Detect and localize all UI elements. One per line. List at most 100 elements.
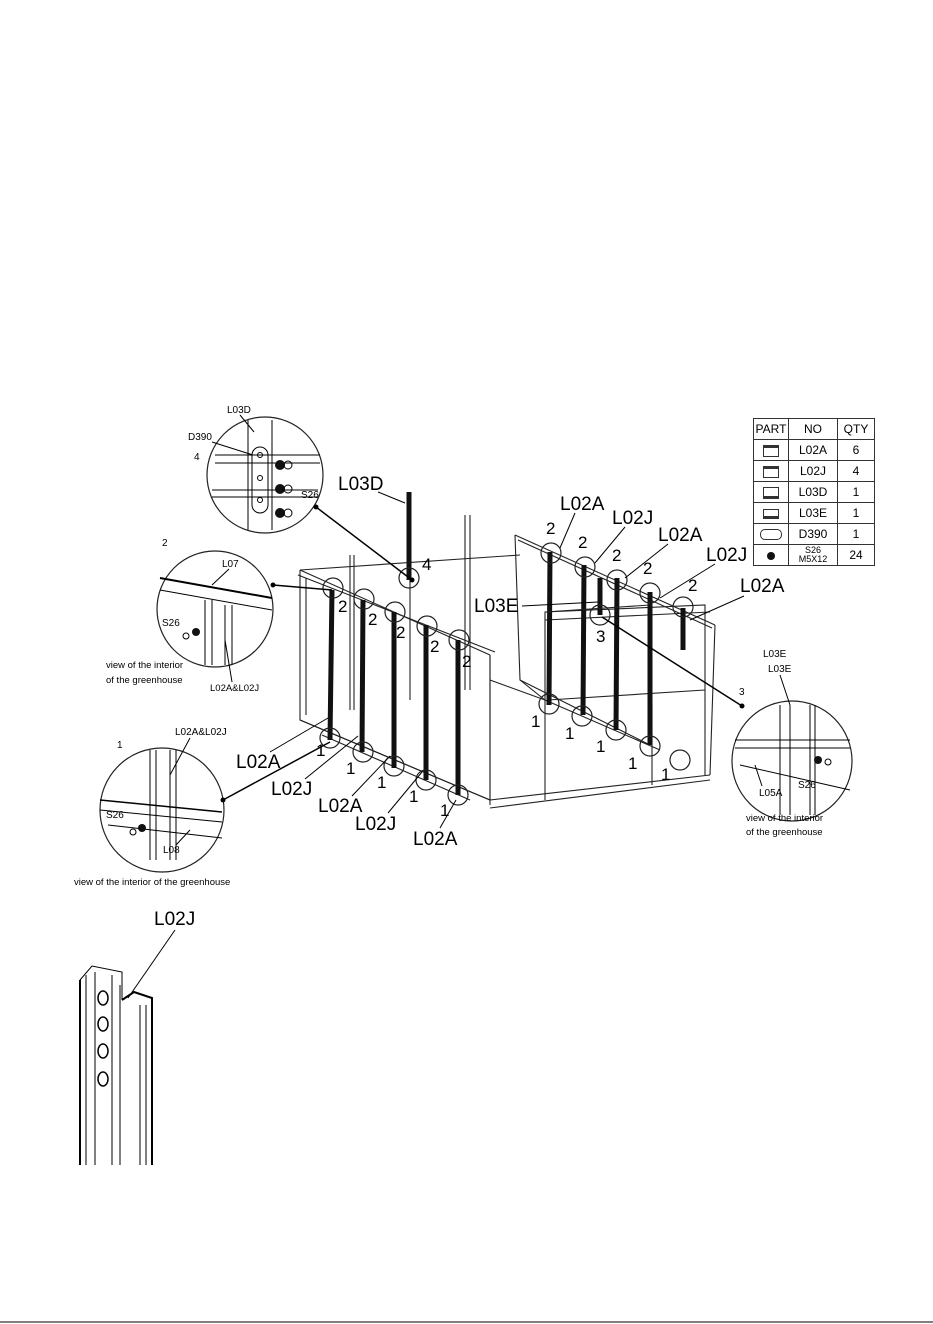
d3-note2: of the greenhouse <box>746 827 823 838</box>
rail-l03e <box>544 604 651 613</box>
num-2: 2 <box>338 597 347 616</box>
d4-n: 4 <box>194 452 200 463</box>
table-row: L03D 1 <box>753 481 875 503</box>
num-1: 1 <box>531 712 540 731</box>
post-right-3 <box>613 577 620 731</box>
part-no: S26 <box>804 545 821 555</box>
label-l02a-top2: L02A <box>658 525 703 546</box>
part-no: L02A <box>788 439 838 461</box>
main-labels: L03D 4 L02A L02J L02A L02J L02A L03E 3 2… <box>236 474 785 850</box>
num-2: 2 <box>430 637 439 656</box>
d3-l03e-b: L03E <box>768 664 792 675</box>
d1-s26: S26 <box>106 810 124 821</box>
label-l02a-top1: L02A <box>560 494 605 515</box>
d2-n: 2 <box>162 538 168 549</box>
label-l02j-top: L02J <box>612 508 653 529</box>
d1-parts: L02A&L02J <box>175 727 227 738</box>
num-1: 1 <box>377 773 386 792</box>
num-1: 1 <box>565 724 574 743</box>
label-4: 4 <box>422 555 431 574</box>
part-size: M5X12 <box>798 554 828 564</box>
part-qty: 1 <box>837 523 875 545</box>
part-qty: 6 <box>837 439 875 461</box>
part-no: L03E <box>788 502 838 524</box>
part-qty: 24 <box>837 544 875 566</box>
profile-d-icon <box>763 486 779 499</box>
part-no: L02J <box>788 460 838 482</box>
num-2: 2 <box>612 546 621 565</box>
num-2: 2 <box>688 576 697 595</box>
detail-callout-1: 1 L02A&L02J S26 L08 view of the interior… <box>74 727 331 888</box>
label-left-front-4: L02J <box>355 814 396 835</box>
table-row: L02A 6 <box>753 439 875 461</box>
label-3: 3 <box>596 627 605 646</box>
header-qty: QTY <box>837 418 875 440</box>
profile-a-icon <box>763 444 779 457</box>
parts-table-header: PART NO QTY <box>753 418 875 440</box>
table-row: L03E 1 <box>753 502 875 524</box>
table-row: D390 1 <box>753 523 875 545</box>
d2-s26: S26 <box>162 618 180 629</box>
label-left-front-5: L02A <box>413 829 458 850</box>
part-no: L03D <box>788 481 838 503</box>
num-2: 2 <box>578 533 587 552</box>
post-left-2 <box>359 599 366 753</box>
parts-table: PART NO QTY L02A 6 L02J 4 L03D 1 L03E 1 … <box>753 418 875 566</box>
d3-l05a: L05A <box>759 788 783 799</box>
label-left-front-1: L02A <box>236 752 281 773</box>
label-l03d: L03D <box>338 474 383 495</box>
label-l02j-top2: L02J <box>706 545 747 566</box>
d3-l03e-a: L03E <box>763 649 787 660</box>
label-l03e: L03E <box>474 596 518 617</box>
num-1: 1 <box>628 754 637 773</box>
d1-l08: L08 <box>163 845 180 856</box>
header-no: NO <box>788 418 838 440</box>
d2-note1: view of the interior <box>106 660 183 671</box>
part-qty: 1 <box>837 481 875 503</box>
table-row: L02J 4 <box>753 460 875 482</box>
num-2: 2 <box>546 519 555 538</box>
post-right-2 <box>580 564 587 716</box>
profile-e-icon <box>763 508 779 519</box>
num-1: 1 <box>440 801 449 820</box>
d1-n: 1 <box>117 740 123 751</box>
num-2: 2 <box>462 652 471 671</box>
num-1: 1 <box>409 787 418 806</box>
num-1: 1 <box>661 765 670 784</box>
d1-note: view of the interior of the greenhouse <box>74 877 230 888</box>
part-no: D390 <box>788 523 838 545</box>
post-left-1 <box>327 589 335 741</box>
profile-label: L02J <box>154 909 195 930</box>
part-qty: 4 <box>837 460 875 482</box>
detail-callout-4: L03D D390 4 S26 <box>188 405 415 583</box>
detail-callout-2: 2 L07 S26 L02A&L02J view of the interior… <box>106 538 333 694</box>
num-2: 2 <box>396 623 405 642</box>
part-qty: 1 <box>837 502 875 524</box>
d4-d390: D390 <box>188 432 212 443</box>
header-part: PART <box>753 418 789 440</box>
profile-j-icon <box>763 465 779 478</box>
profile-detail-l02j: L02J <box>79 909 195 1165</box>
d2-parts: L02A&L02J <box>210 683 259 694</box>
d3-n: 3 <box>739 687 745 698</box>
screw-icon <box>767 551 775 560</box>
num-2: 2 <box>643 559 652 578</box>
d2-note2: of the greenhouse <box>106 675 183 686</box>
post-right-1 <box>546 551 553 706</box>
d3-note1: view of the interior <box>746 813 823 824</box>
detail-callout-3: 3 L03E L03E L05A S26 view of the interio… <box>601 616 853 838</box>
d3-s26: S26 <box>798 780 816 791</box>
num-1: 1 <box>346 759 355 778</box>
posts <box>327 492 686 795</box>
plate-icon <box>760 529 782 541</box>
num-1: 1 <box>316 741 325 760</box>
label-left-front-3: L02A <box>318 796 363 817</box>
label-left-front-2: L02J <box>271 779 312 800</box>
d4-l03d: L03D <box>227 405 251 416</box>
num-1: 1 <box>596 737 605 756</box>
num-2: 2 <box>368 610 377 629</box>
d2-l07: L07 <box>222 559 239 570</box>
label-l02a-right: L02A <box>740 576 785 597</box>
